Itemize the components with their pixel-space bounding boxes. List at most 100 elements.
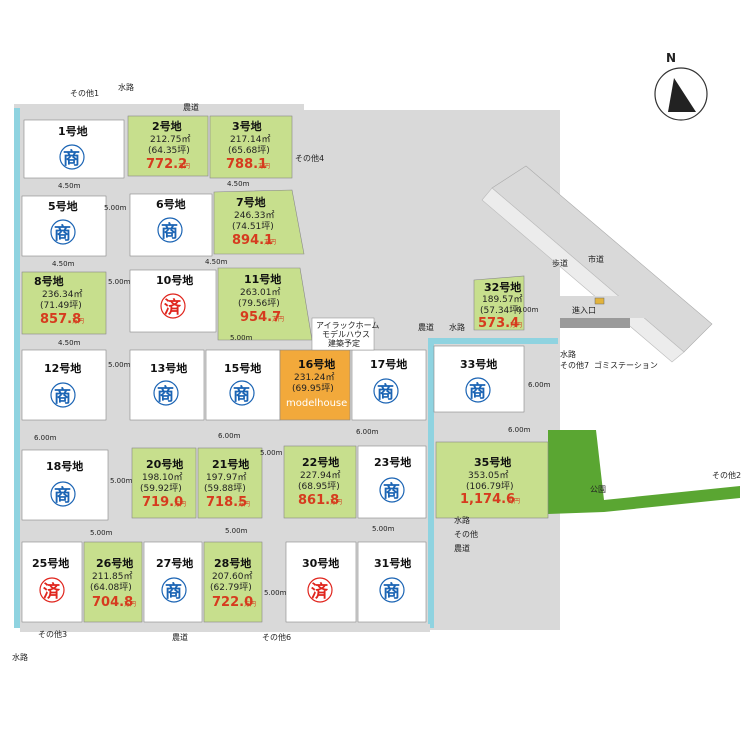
lot-1-name: 1号地 bbox=[58, 124, 88, 138]
lot-22-name: 22号地 bbox=[302, 455, 339, 469]
commercial-badge bbox=[229, 380, 255, 406]
lot-3[interactable] bbox=[209, 115, 293, 179]
road-width: 5.00m bbox=[108, 278, 131, 286]
north-label: N bbox=[666, 51, 676, 65]
lot-2[interactable] bbox=[127, 115, 209, 177]
model-note-line2: モデルハウス bbox=[322, 329, 370, 339]
commercial-badge-text: 商 bbox=[383, 581, 400, 602]
lot-21-price: 718.5 bbox=[206, 495, 247, 510]
lot-7-name: 7号地 bbox=[236, 195, 266, 209]
commercial-badge bbox=[50, 481, 76, 507]
commercial-badge-text: 商 bbox=[54, 386, 71, 407]
lot-28[interactable] bbox=[203, 541, 263, 623]
lot-16-tsubo: (69.95坪) bbox=[292, 383, 334, 394]
model-note-line3: 建築予定 bbox=[328, 338, 360, 348]
lot-20[interactable] bbox=[131, 447, 197, 519]
commercial-badge bbox=[157, 217, 183, 243]
lot-35-name: 35号地 bbox=[474, 455, 511, 469]
label-noudou-top: 農道 bbox=[183, 102, 199, 112]
sold-badge-text: 済 bbox=[311, 581, 329, 602]
road-width: 4.50m bbox=[227, 180, 250, 188]
lot-32[interactable] bbox=[473, 275, 525, 331]
road-width: 4.50m bbox=[58, 182, 81, 190]
label-gomi: ゴミステーション bbox=[594, 360, 658, 370]
lot-28-name: 28号地 bbox=[214, 556, 251, 570]
commercial-badge bbox=[379, 577, 405, 603]
lot-8[interactable] bbox=[21, 271, 107, 335]
label-suiro-mid: 水路 bbox=[560, 349, 576, 359]
label-suiro-bl: 水路 bbox=[12, 652, 28, 662]
lot-32-area: 189.57㎡ bbox=[482, 294, 523, 305]
label-noudou-r: 農道 bbox=[454, 543, 470, 553]
label-hodou: 歩道 bbox=[552, 258, 568, 268]
road-width: 5.00m bbox=[104, 204, 127, 212]
sold-badge bbox=[160, 293, 186, 319]
commercial-badge-text: 商 bbox=[161, 221, 178, 242]
lot-12-name: 12号地 bbox=[44, 361, 81, 375]
commercial-badge bbox=[153, 380, 179, 406]
model-note-line1: アイラックホーム bbox=[316, 321, 379, 330]
entrance-road bbox=[520, 296, 660, 318]
park bbox=[548, 430, 740, 514]
label-sonota-r: その他 bbox=[454, 529, 478, 539]
lot-3-price: 788.1 bbox=[226, 157, 267, 172]
lot-35[interactable] bbox=[435, 441, 549, 519]
left-water-channel bbox=[14, 108, 20, 628]
commercial-badge bbox=[59, 144, 85, 170]
lot-7[interactable] bbox=[213, 189, 305, 255]
lot-21-name: 21号地 bbox=[212, 457, 249, 471]
lot-35-unit: 万円 bbox=[508, 498, 520, 505]
lot-21-tsubo: (59.88坪) bbox=[204, 483, 246, 494]
lot-22-tsubo: (68.95坪) bbox=[298, 481, 340, 492]
lot-32-name: 32号地 bbox=[484, 280, 521, 294]
lot-28-unit: 万円 bbox=[244, 601, 256, 608]
lot-30-name: 30号地 bbox=[302, 556, 339, 570]
label-sonota1: その他1 bbox=[70, 88, 99, 98]
lot-7-price: 894.1 bbox=[232, 233, 273, 248]
lot-35-tsubo: (106.79坪) bbox=[466, 481, 514, 492]
lot-16-tag: modelhouse bbox=[286, 398, 347, 409]
lot-8-area: 236.34㎡ bbox=[42, 289, 83, 300]
road-width: 5.00m bbox=[264, 589, 287, 597]
lot-16[interactable] bbox=[279, 349, 351, 421]
lot-32-unit: 万円 bbox=[510, 322, 522, 329]
model-house-note bbox=[311, 317, 375, 351]
road-width: 5.00m bbox=[230, 334, 253, 342]
lot-22[interactable] bbox=[283, 445, 357, 519]
label-sonota2: その他2 bbox=[712, 470, 741, 480]
road-width: 4.50m bbox=[205, 258, 228, 266]
road-width: 5.00m bbox=[225, 527, 248, 535]
commercial-badge bbox=[50, 219, 76, 245]
label-shinnyuguchi: 進入口 bbox=[572, 306, 596, 315]
road-width: 6.00m bbox=[34, 434, 57, 442]
lot-28-price: 722.0 bbox=[212, 595, 253, 610]
lot-18-name: 18号地 bbox=[46, 459, 83, 473]
lot-23-name: 23号地 bbox=[374, 455, 411, 469]
commercial-badge bbox=[379, 477, 405, 503]
lot-8-tsubo: (71.49坪) bbox=[40, 300, 82, 311]
lot-3-tsubo: (65.68坪) bbox=[228, 145, 270, 156]
lot-16-area: 231.24㎡ bbox=[294, 372, 335, 383]
commercial-badge-text: 商 bbox=[165, 581, 182, 602]
lot-7-tsubo: (74.51坪) bbox=[232, 221, 274, 232]
lot-2-price: 772.2 bbox=[146, 157, 187, 172]
lot-26[interactable] bbox=[83, 541, 143, 623]
commercial-badge-text: 商 bbox=[54, 223, 71, 244]
commercial-badge-text: 商 bbox=[377, 382, 394, 403]
lot-11-tsubo: (79.56坪) bbox=[238, 298, 280, 309]
north-arrow-needle bbox=[668, 78, 696, 112]
lot-26-price: 704.8 bbox=[92, 595, 133, 610]
lot-22-price: 861.8 bbox=[298, 493, 339, 508]
label-sonota7: その他7 bbox=[560, 360, 589, 370]
lot-28-tsubo: (62.79坪) bbox=[210, 582, 252, 593]
lot-3-area: 217.14㎡ bbox=[230, 134, 271, 145]
sold-badge bbox=[39, 577, 65, 603]
label-koen: 公園 bbox=[590, 485, 606, 494]
lot-11-name: 11号地 bbox=[244, 272, 281, 286]
commercial-badge-text: 商 bbox=[383, 481, 400, 502]
label-sonota4: その他4 bbox=[295, 153, 324, 163]
lot-2-unit: 万円 bbox=[178, 163, 190, 170]
lot-21[interactable] bbox=[197, 447, 263, 519]
lot-20-area: 198.10㎡ bbox=[142, 472, 183, 483]
